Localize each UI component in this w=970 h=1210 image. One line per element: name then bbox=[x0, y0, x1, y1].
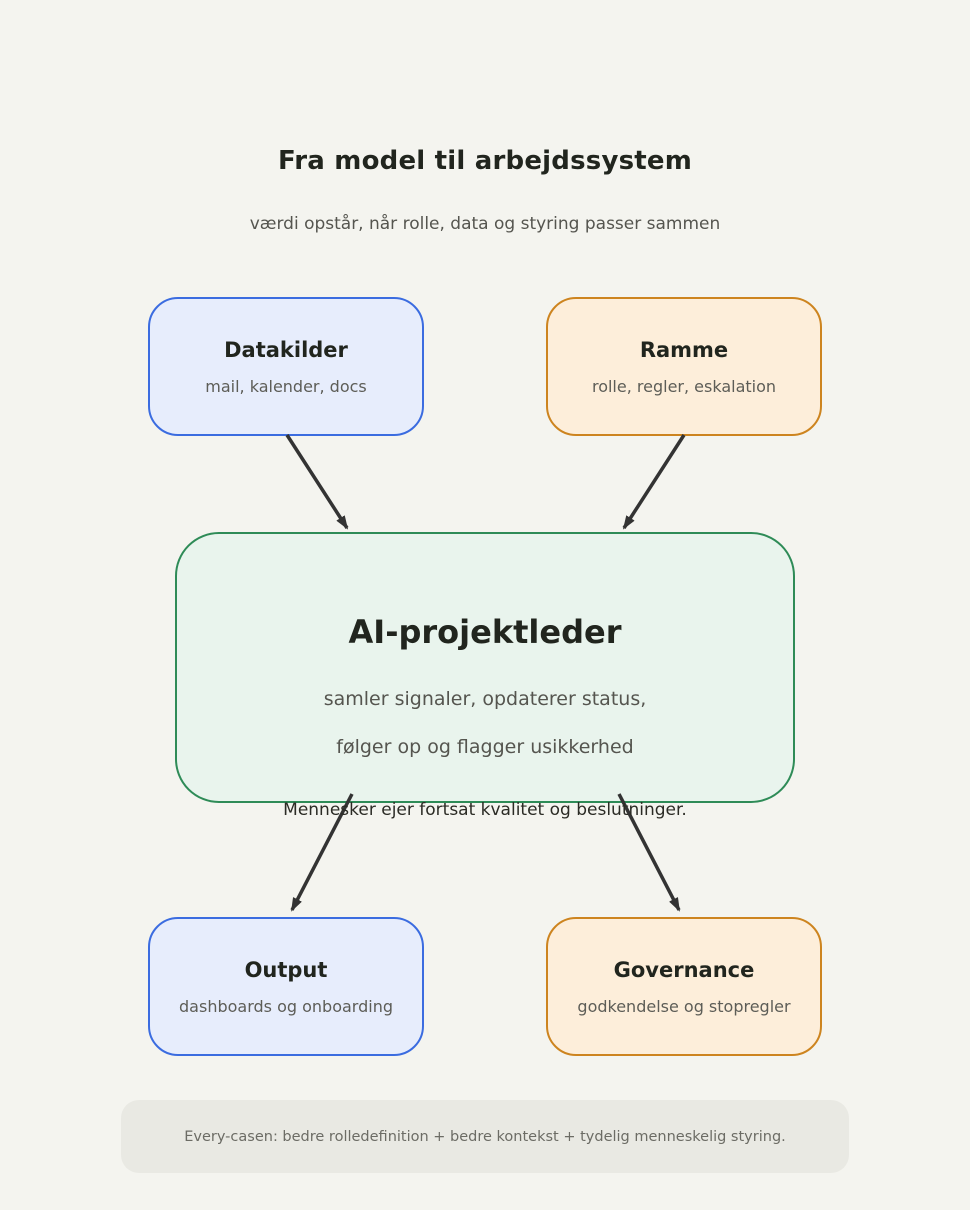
node-datakilder-title: Datakilder bbox=[224, 337, 348, 362]
arrow-ramme-to-center bbox=[622, 434, 686, 530]
node-ramme: Ramme rolle, regler, eskalation bbox=[546, 297, 822, 436]
node-ai-projektleder-line2: følger op og flagger usikkerhed bbox=[336, 736, 634, 758]
node-datakilder: Datakilder mail, kalender, docs bbox=[148, 297, 424, 436]
node-ai-projektleder: AI-projektleder samler signaler, opdater… bbox=[175, 532, 795, 803]
node-governance-subtitle: godkendelse og stopregler bbox=[577, 996, 791, 1016]
node-output-title: Output bbox=[244, 957, 328, 982]
node-ramme-subtitle: rolle, regler, eskalation bbox=[591, 376, 777, 396]
node-datakilder-subtitle: mail, kalender, docs bbox=[205, 376, 367, 396]
footer-note: Every-casen: bedre rolledefinition + bed… bbox=[121, 1100, 849, 1173]
node-governance: Governance godkendelse og stopregler bbox=[546, 917, 822, 1056]
node-governance-title: Governance bbox=[613, 957, 755, 982]
footer-note-text: Every-casen: bedre rolledefinition + bed… bbox=[184, 1128, 786, 1145]
human-oversight-caption: Mennesker ejer fortsat kvalitet og beslu… bbox=[283, 800, 687, 820]
node-ai-projektleder-line1: samler signaler, opdaterer status, bbox=[323, 688, 647, 710]
page-title: Fra model til arbejdssystem bbox=[277, 146, 693, 176]
arrow-datakilder-to-center bbox=[285, 434, 349, 530]
node-ramme-title: Ramme bbox=[639, 337, 729, 362]
node-ai-projektleder-title: AI-projektleder bbox=[348, 613, 622, 651]
page-subtitle: værdi opstår, når rolle, data og styring… bbox=[249, 214, 721, 234]
node-output: Output dashboards og onboarding bbox=[148, 917, 424, 1056]
node-output-subtitle: dashboards og onboarding bbox=[179, 996, 393, 1016]
